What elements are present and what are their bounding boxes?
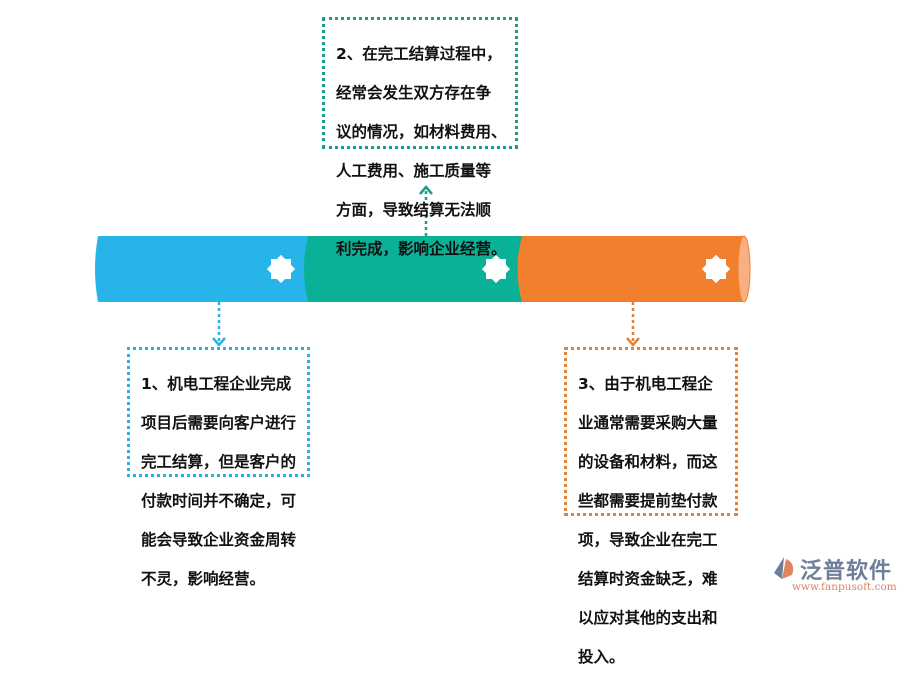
logo-mark-icon bbox=[774, 557, 794, 579]
box-line: 项，导致企业在完工 bbox=[578, 530, 718, 549]
pipe-end bbox=[737, 235, 751, 303]
pipe-diagram bbox=[95, 185, 751, 347]
box-line: 3、由于机电工程企 bbox=[578, 374, 713, 393]
box-line: 投入。 bbox=[578, 647, 625, 666]
box-line: 能会导致企业资金周转 bbox=[141, 530, 297, 549]
box-line: 利完成，影响企业经营。 bbox=[336, 239, 507, 258]
box-line: 1、机电工程企业完成 bbox=[141, 374, 292, 393]
box-line: 方面，导致结算无法顺 bbox=[336, 200, 492, 219]
pipe-segment-green bbox=[304, 236, 528, 302]
box-line: 些都需要提前垫付款 bbox=[578, 491, 718, 510]
star-icon bbox=[701, 254, 731, 284]
star-icon bbox=[266, 254, 296, 284]
text-box-left: 1、机电工程企业完成 项目后需要向客户进行 完工结算，但是客户的 付款时间并不确… bbox=[127, 347, 310, 588]
box-line: 的设备和材料，而这 bbox=[578, 452, 718, 471]
logo-url: www.fanpusoft.com bbox=[792, 581, 897, 593]
arrow-up-icon bbox=[419, 185, 433, 195]
text-box-top: 2、在完工结算过程中， 经常会发生双方存在争 议的情况，如材料费用、 人工费用、… bbox=[322, 17, 518, 258]
box-line: 业通常需要采购大量 bbox=[578, 413, 718, 432]
pipe-segment-orange bbox=[517, 236, 744, 302]
arrow-down-icon bbox=[626, 337, 640, 347]
star-icon bbox=[481, 254, 511, 284]
brand-logo: 泛普软件 www.fanpusoft.com bbox=[770, 553, 897, 598]
box-line: 经常会发生双方存在争 bbox=[336, 83, 492, 102]
arrow-down-icon bbox=[212, 337, 226, 347]
box-line: 不灵，影响经营。 bbox=[141, 569, 266, 588]
box-line: 完工结算，但是客户的 bbox=[141, 452, 297, 471]
box-line: 项目后需要向客户进行 bbox=[141, 413, 297, 432]
logo-name: 泛普软件 bbox=[800, 559, 893, 584]
box-line: 人工费用、施工质量等 bbox=[336, 161, 492, 180]
box-line: 2、在完工结算过程中， bbox=[336, 44, 502, 63]
box-line: 议的情况，如材料费用、 bbox=[336, 122, 507, 141]
pipe-segment-blue bbox=[95, 236, 316, 302]
box-line: 付款时间并不确定，可 bbox=[141, 491, 297, 510]
text-box-right: 3、由于机电工程企 业通常需要采购大量 的设备和材料，而这 些都需要提前垫付款 … bbox=[564, 347, 738, 666]
box-line: 结算时资金缺乏，难 bbox=[578, 569, 718, 588]
box-line: 以应对其他的支出和 bbox=[578, 608, 718, 627]
